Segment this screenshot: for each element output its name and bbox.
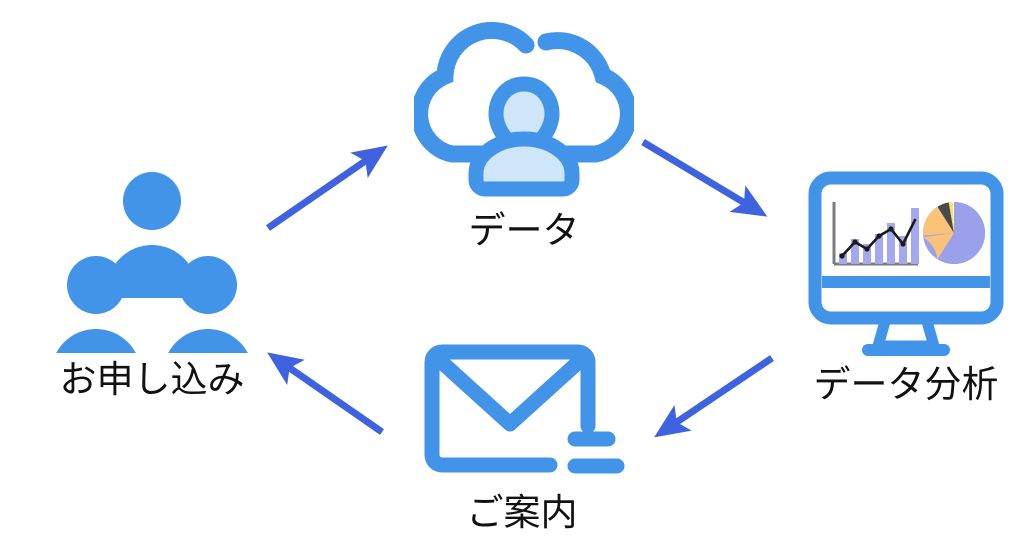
node-analysis-label: データ分析	[813, 363, 999, 406]
arrow-analysis-to-info	[654, 355, 774, 438]
node-analysis[interactable]: データ分析	[786, 170, 1026, 405]
node-info[interactable]: ご案内	[402, 338, 642, 533]
envelope-icon	[412, 338, 632, 492]
node-data[interactable]: データ	[404, 8, 644, 251]
monitor-chart-icon	[806, 170, 1006, 364]
arrow-info-to-apply	[267, 352, 384, 435]
node-apply-label: お申し込み	[59, 358, 245, 401]
node-apply[interactable]: お申し込み	[14, 168, 290, 400]
node-data-label: データ	[468, 209, 580, 252]
screen-bar-chart	[832, 202, 919, 266]
three-people-icon	[51, 168, 253, 382]
cloud-user-icon	[411, 8, 637, 208]
node-info-label: ご案内	[466, 491, 578, 534]
arrow-data-to-analysis	[641, 138, 768, 217]
screen-pie-chart	[922, 201, 986, 264]
